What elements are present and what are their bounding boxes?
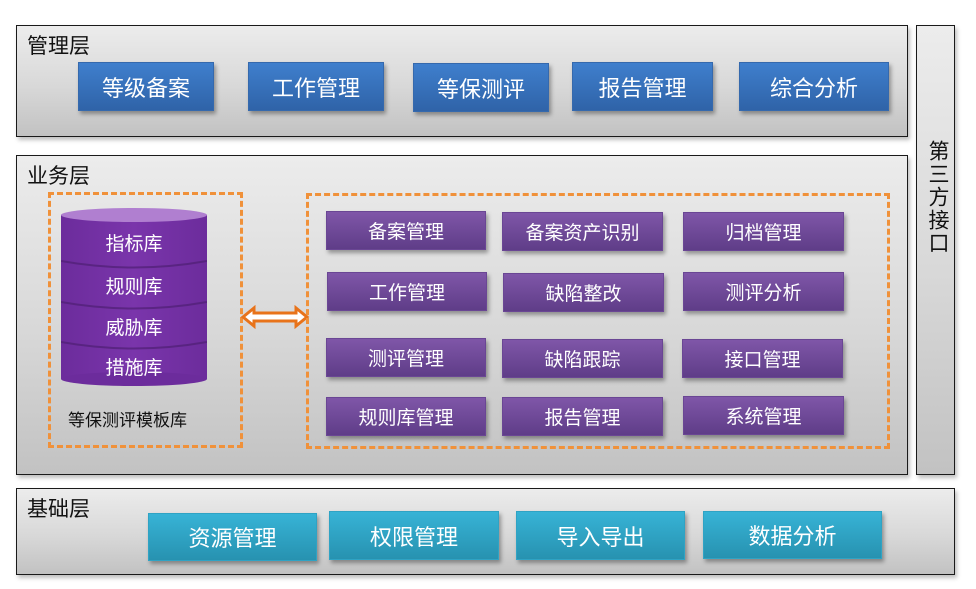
double-arrow-icon: [240, 305, 310, 329]
foundation-button-resource-management[interactable]: 资源管理: [148, 513, 317, 561]
module-report-management[interactable]: 报告管理: [502, 397, 663, 436]
db-measure-library[interactable]: 措施库: [105, 356, 163, 379]
mgmt-button-comprehensive-analysis[interactable]: 综合分析: [739, 62, 889, 111]
foundation-button-data-analysis[interactable]: 数据分析: [703, 511, 882, 559]
database-cylinder: 指标库 规则库 威胁库 措施库: [61, 208, 207, 386]
module-evaluation-analysis[interactable]: 测评分析: [683, 272, 844, 311]
module-rule-library-management[interactable]: 规则库管理: [326, 397, 486, 436]
template-library-group: [48, 192, 243, 448]
foundation-layer-title: 基础层: [27, 497, 90, 521]
business-modules-group: [306, 193, 890, 449]
third-party-interface-title: 第三方接口: [926, 140, 950, 255]
template-library-caption: 等保测评模板库: [68, 411, 187, 431]
third-party-interface-panel: 第三方接口: [916, 25, 955, 475]
module-system-management[interactable]: 系统管理: [683, 396, 844, 435]
module-filing-asset-identification[interactable]: 备案资产识别: [502, 212, 663, 251]
management-layer-title: 管理层: [27, 34, 90, 58]
foundation-button-import-export[interactable]: 导入导出: [516, 511, 685, 560]
db-rule-library[interactable]: 规则库: [105, 275, 163, 298]
mgmt-button-protection-evaluation[interactable]: 等保测评: [413, 63, 549, 112]
mgmt-button-report-management[interactable]: 报告管理: [572, 62, 713, 111]
business-layer-title: 业务层: [27, 164, 90, 188]
module-archive-management[interactable]: 归档管理: [683, 212, 844, 251]
mgmt-button-grading-filing[interactable]: 等级备案: [78, 62, 214, 111]
module-defect-tracking[interactable]: 缺陷跟踪: [502, 339, 663, 378]
module-work-management[interactable]: 工作管理: [327, 272, 487, 311]
foundation-button-permission-management[interactable]: 权限管理: [329, 511, 499, 560]
module-interface-management[interactable]: 接口管理: [682, 339, 843, 378]
module-defect-rectification[interactable]: 缺陷整改: [503, 273, 664, 312]
module-evaluation-management[interactable]: 测评管理: [326, 338, 486, 377]
db-threat-library[interactable]: 威胁库: [105, 316, 163, 339]
mgmt-button-work-management[interactable]: 工作管理: [248, 62, 384, 111]
cylinder-graphic: [61, 208, 207, 386]
module-filing-management[interactable]: 备案管理: [326, 211, 486, 250]
db-index-library[interactable]: 指标库: [105, 232, 163, 255]
